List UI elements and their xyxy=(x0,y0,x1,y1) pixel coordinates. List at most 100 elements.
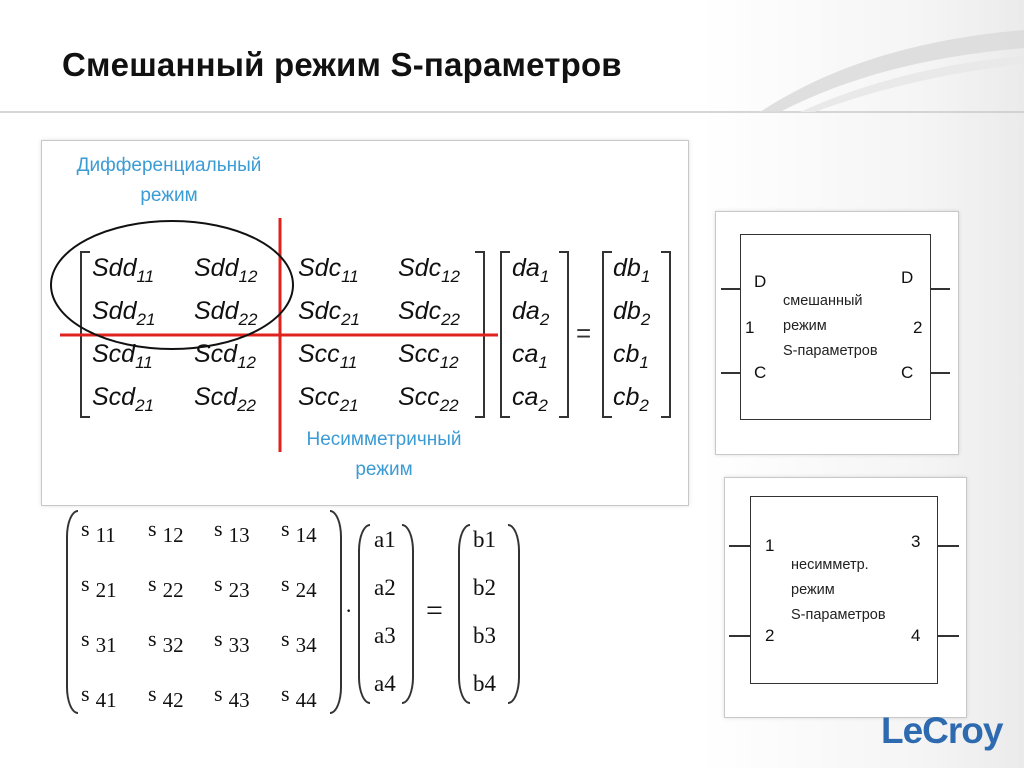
se-cell-index: 42 xyxy=(162,688,184,712)
se-cell-index: 12 xyxy=(162,523,184,547)
se-cell-symbol: s xyxy=(281,516,290,541)
slide-title: Смешанный режим S-параметров xyxy=(62,46,622,83)
vector-a-bracket-left xyxy=(500,251,510,418)
entry-symbol: ca xyxy=(512,383,539,411)
mixed-matrix-cell: Scd21 xyxy=(92,383,154,416)
se-cell-index: 34 xyxy=(295,633,317,657)
cell-subscript: 11 xyxy=(341,267,359,286)
entry-symbol: da xyxy=(512,254,540,282)
se-cell-index: 43 xyxy=(228,688,250,712)
se-cell-index: 21 xyxy=(95,578,117,602)
se-cell-symbol: s xyxy=(81,571,90,596)
se-cell-index: 23 xyxy=(228,578,250,602)
differential-label-line2: режим xyxy=(140,185,198,206)
cell-subscript: 12 xyxy=(237,353,257,372)
multiply-dot: · xyxy=(345,598,353,623)
cell-symbol: Sdc xyxy=(298,254,342,282)
entry-subscript: 1 xyxy=(539,267,550,286)
se-port-1: 1 xyxy=(765,536,775,555)
se-cell-index: 44 xyxy=(295,688,317,712)
vector-a-entry: da1 xyxy=(512,254,549,287)
single-ended-mode-label: Несимметричный режим xyxy=(288,425,480,485)
port-line-1 xyxy=(729,545,750,547)
entry-subscript: 1 xyxy=(639,353,649,372)
entry-subscript: 1 xyxy=(640,267,651,286)
port-line-right-top xyxy=(930,288,950,290)
se-cell-index: 11 xyxy=(95,523,116,547)
mixed-matrix-cell: Sdd21 xyxy=(92,297,155,330)
se-vector-a-entry: a1 xyxy=(374,527,396,552)
cell-subscript: 11 xyxy=(136,267,155,286)
se-vector-b-entry: b2 xyxy=(473,575,496,600)
se-equals-sign: = xyxy=(426,594,443,627)
se-cell-symbol: s xyxy=(281,571,290,596)
se-cell-symbol: s xyxy=(148,571,157,596)
se-block-text: несимметр. режим S-параметров xyxy=(791,553,886,628)
mixed-port-right-c: C xyxy=(901,363,914,382)
cell-subscript: 21 xyxy=(136,310,156,329)
vector-a-entry: ca1 xyxy=(512,340,548,373)
single-ended-block xyxy=(750,496,938,684)
cell-symbol: Scd xyxy=(92,383,136,411)
mixed-matrix-cell: Sdc12 xyxy=(398,254,460,287)
se-cell-index: 41 xyxy=(95,688,117,712)
cell-symbol: Scd xyxy=(194,383,238,411)
single-ended-label-line2: режим xyxy=(355,459,413,480)
vector-a-entry: da2 xyxy=(512,297,549,330)
cell-symbol: Sdd xyxy=(194,297,239,325)
cell-symbol: Sdc xyxy=(398,297,442,325)
cell-symbol: Sdc xyxy=(398,254,442,282)
se-vector-a-paren-left xyxy=(358,524,370,704)
mixed-mode-panel xyxy=(41,140,689,506)
mixed-mode-block xyxy=(740,234,931,420)
mixed-block-text-line2: режим xyxy=(783,318,827,334)
cell-subscript: 11 xyxy=(135,353,153,372)
entry-subscript: 2 xyxy=(538,396,548,415)
port-line-3 xyxy=(937,545,959,547)
se-vector-a-entry: a4 xyxy=(374,671,396,696)
port-line-left-bottom xyxy=(721,372,740,374)
entry-symbol: ca xyxy=(512,340,539,368)
entry-symbol: db xyxy=(613,254,641,282)
se-cell-symbol: s xyxy=(81,681,90,706)
mixed-port-right-d: D xyxy=(901,268,914,287)
se-cell-symbol: s xyxy=(148,516,157,541)
mixed-matrix-cell: Scc22 xyxy=(398,383,459,416)
entry-subscript: 2 xyxy=(640,310,651,329)
cell-subscript: 21 xyxy=(341,310,361,329)
cell-subscript: 21 xyxy=(135,396,155,415)
mixed-block-text: смешанный режим S-параметров xyxy=(783,289,878,364)
cell-subscript: 22 xyxy=(237,396,257,415)
se-cell-symbol: s xyxy=(214,571,223,596)
lecroy-logo: LeCroy xyxy=(881,710,1003,751)
se-cell-index: 33 xyxy=(228,633,250,657)
se-port-2: 2 xyxy=(765,626,775,645)
se-cell-symbol: s xyxy=(214,516,223,541)
se-cell-symbol: s xyxy=(148,626,157,651)
port-line-left-top xyxy=(721,288,740,290)
se-cell-symbol: s xyxy=(281,681,290,706)
vector-b-entry: cb2 xyxy=(613,383,649,416)
se-vector-b-entry: b1 xyxy=(473,527,496,552)
cell-subscript: 12 xyxy=(439,353,459,372)
vector-b-bracket-left xyxy=(602,251,612,418)
se-cell-symbol: s xyxy=(281,626,290,651)
se-cell-index: 22 xyxy=(162,578,184,602)
se-cell-symbol: s xyxy=(81,516,90,541)
mixed-equals-sign: = xyxy=(576,318,592,348)
se-block-text-line2: режим xyxy=(791,582,835,598)
mixed-matrix-cell: Scc11 xyxy=(298,340,357,373)
entry-subscript: 2 xyxy=(639,396,649,415)
se-vector-b-entry: b3 xyxy=(473,623,496,648)
cell-subscript: 11 xyxy=(339,353,358,372)
cell-symbol: Scc xyxy=(398,383,440,411)
